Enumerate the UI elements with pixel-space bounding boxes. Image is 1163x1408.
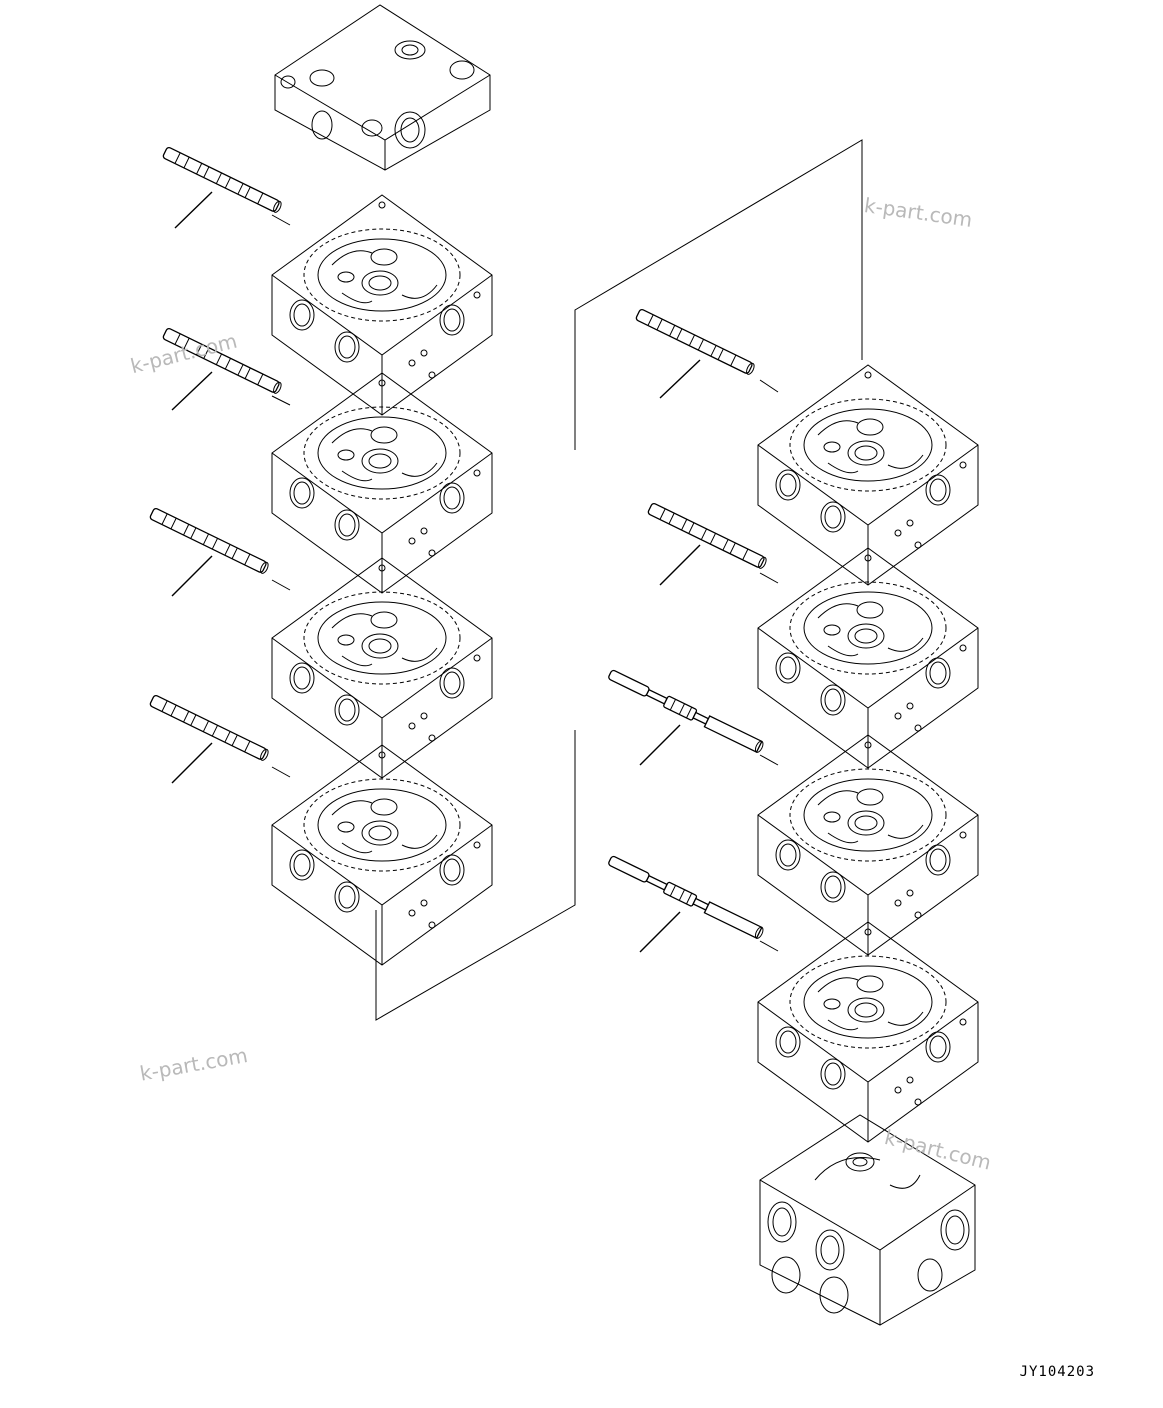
control-spool-icon xyxy=(161,145,284,215)
drawing-code: JY104203 xyxy=(1019,1364,1095,1380)
inlet-cover-bottom-icon xyxy=(759,1114,976,1326)
control-spool-icon xyxy=(646,501,769,571)
valve-section-block-icon xyxy=(757,364,979,586)
control-spool-icon xyxy=(148,693,271,763)
control-spool-icon xyxy=(606,853,766,941)
valve-section-block-icon xyxy=(271,194,493,416)
end-cover-top-icon xyxy=(274,4,491,171)
leader-lines xyxy=(171,191,779,953)
control-spool-icon xyxy=(634,307,757,377)
assembly-connector-lines xyxy=(375,139,863,1021)
control-spool-icon xyxy=(606,667,766,755)
control-spool-icon xyxy=(148,506,271,576)
